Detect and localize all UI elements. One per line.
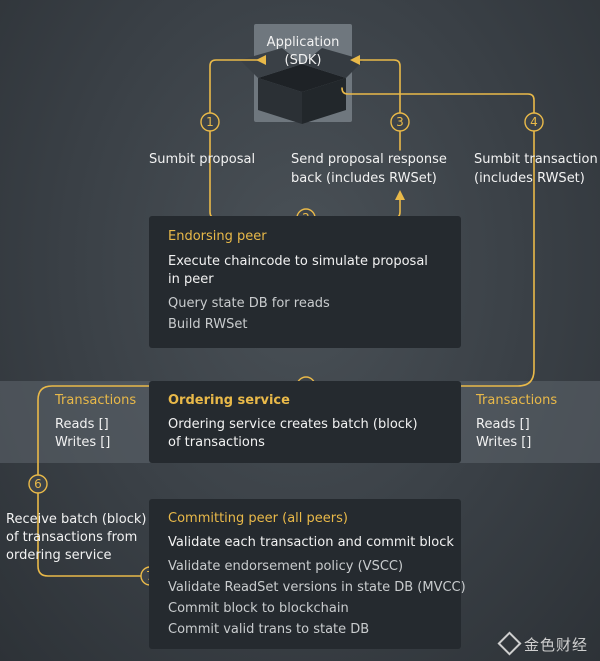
- step-circle-4: [524, 112, 544, 132]
- step-circle-6: [28, 474, 48, 494]
- endorsing-item: Query state DB for reads: [168, 296, 330, 311]
- arrowhead-app-left: [256, 55, 266, 65]
- step-number-3: 3: [396, 115, 404, 129]
- box-icon: [240, 48, 364, 124]
- arrowhead-app-right: [350, 55, 360, 65]
- endorsing-main-1: Execute chaincode to simulate proposal: [168, 254, 428, 269]
- endorsing-item: Build RWSet: [168, 317, 248, 332]
- committing-main: Validate each transaction and commit blo…: [168, 535, 454, 550]
- transactions-right-writes: Writes []: [476, 435, 532, 450]
- committing-item: Commit valid trans to state DB: [168, 622, 370, 637]
- label-receive-3: ordering service: [6, 548, 112, 563]
- transactions-right-title: Transactions: [476, 393, 558, 408]
- label-submit-tx-2: (includes RWSet): [474, 171, 585, 186]
- transactions-left-writes: Writes []: [55, 435, 111, 450]
- watermark-logo-icon: [497, 631, 522, 656]
- label-send-response-1: Send proposal response: [291, 152, 447, 167]
- label-send-response-2: back (includes RWSet): [291, 171, 437, 186]
- transactions-right-reads: Reads []: [476, 417, 530, 432]
- ordering-service-card: Ordering service Ordering service create…: [149, 381, 461, 463]
- label-receive-2: of transactions from: [6, 530, 138, 545]
- ordering-title: Ordering service: [168, 393, 290, 408]
- endorsing-title: Endorsing peer: [168, 229, 267, 244]
- committing-item: Validate endorsement policy (VSCC): [168, 559, 404, 574]
- endorsing-main-2: in peer: [168, 272, 214, 287]
- step-circle-3: [390, 112, 410, 132]
- label-submit-proposal: Sumbit proposal: [149, 152, 256, 167]
- committing-item: Validate ReadSet versions in state DB (M…: [168, 580, 466, 595]
- arrowhead-response: [395, 190, 405, 200]
- step-number-4: 4: [530, 115, 538, 129]
- watermark: 金色财经: [497, 631, 588, 656]
- wire-4-5-6-7: [37, 87, 535, 577]
- transactions-left-reads: Reads []: [55, 417, 109, 432]
- label-receive-1: Receive batch (block): [6, 512, 147, 527]
- watermark-text: 金色财经: [523, 636, 588, 654]
- committing-peer-card: Committing peer (all peers) Validate eac…: [149, 499, 466, 649]
- step-circle-1: [200, 112, 220, 132]
- application-subtitle: (SDK): [284, 53, 322, 68]
- ordering-main-2: of transactions: [168, 435, 265, 450]
- transactions-left-title: Transactions: [55, 393, 137, 408]
- label-submit-tx-1: Sumbit transaction: [474, 152, 598, 167]
- ordering-main-1: Ordering service creates batch (block): [168, 417, 418, 432]
- wire-3: [355, 59, 401, 151]
- endorsing-peer-card: Endorsing peer Execute chaincode to simu…: [149, 216, 461, 348]
- step-number-6: 6: [34, 477, 42, 491]
- application-title: Application: [266, 35, 340, 50]
- committing-item: Commit block to blockchain: [168, 601, 349, 616]
- committing-title: Committing peer (all peers): [168, 511, 348, 526]
- step-number-1: 1: [206, 115, 214, 129]
